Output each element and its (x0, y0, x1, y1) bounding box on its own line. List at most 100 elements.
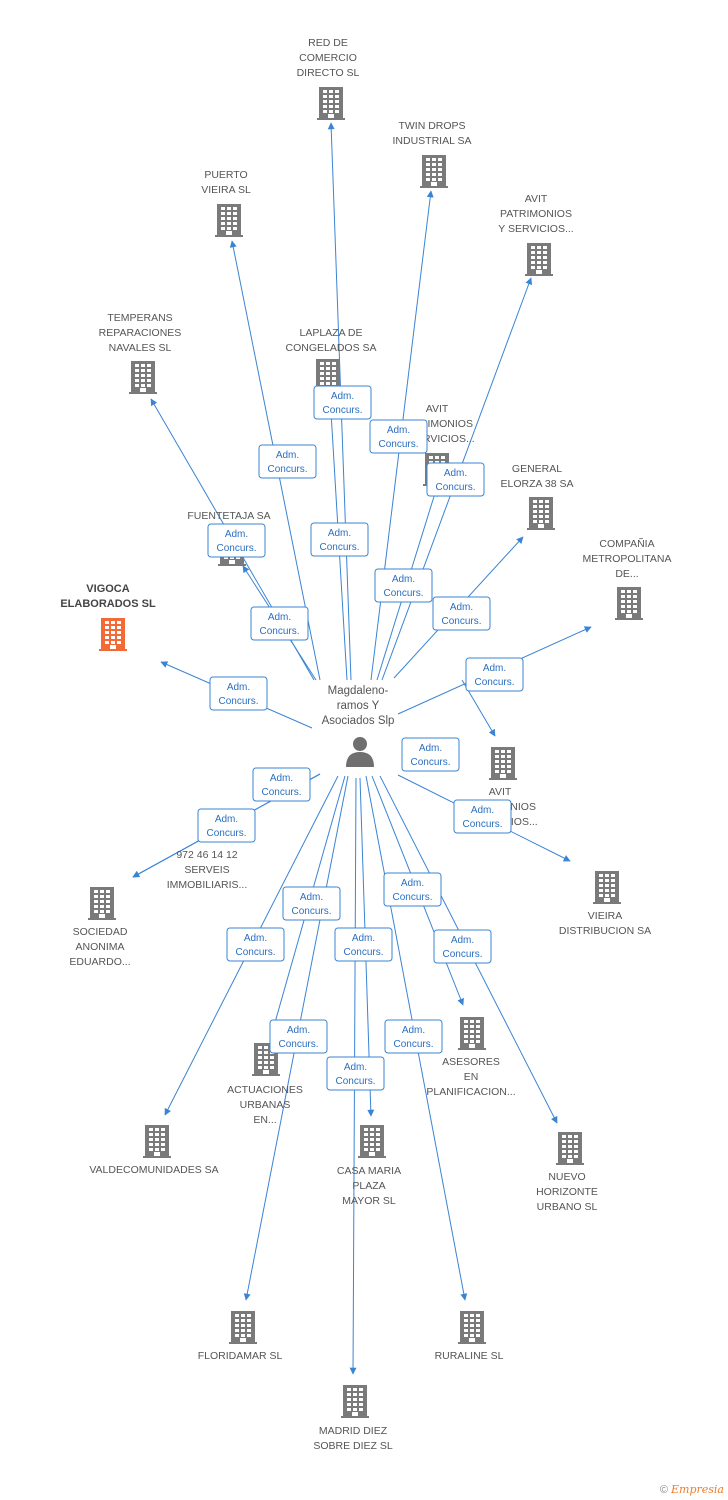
company-name-line: SOCIEDAD (73, 926, 128, 938)
relation-label-text: Concurs. (383, 588, 423, 599)
company-node-sociedad[interactable]: SOCIEDADANONIMAEDUARDO... (69, 887, 131, 968)
company-name-line: EDUARDO... (69, 956, 130, 968)
relation-label-text: Adm. (268, 612, 291, 623)
relation-label-text: Concurs. (291, 906, 331, 917)
company-name-line: LAPLAZA DE (299, 327, 362, 339)
company-name-line: PATRIMONIOS (500, 208, 572, 220)
relation-label[interactable]: Adm.Concurs. (374, 568, 433, 603)
company-name-line: COMERCIO (299, 52, 357, 64)
company-name-line: EN... (253, 1114, 276, 1126)
company-name-line: DE... (615, 568, 638, 580)
relation-label[interactable]: Adm. Concurs. (384, 1019, 443, 1054)
company-name-line: EN (464, 1071, 479, 1083)
building-icon[interactable] (420, 155, 448, 188)
relation-label[interactable]: Adm.Concurs. (432, 596, 491, 631)
relation-label-text: Concurs. (206, 828, 246, 839)
relation-label[interactable]: Adm.Concurs. (207, 523, 266, 558)
company-name-line: PLANIFICACION... (426, 1086, 515, 1098)
building-icon[interactable] (527, 497, 555, 530)
relation-label-text: Adm. (215, 814, 238, 825)
relation-label[interactable]: Adm.Concurs. (383, 872, 442, 907)
building-icon[interactable] (341, 1385, 369, 1418)
relation-label[interactable]: Adm.Concurs. (401, 737, 460, 772)
building-icon[interactable] (129, 361, 157, 394)
relation-label-text: Concurs. (442, 949, 482, 960)
relation-label[interactable]: Adm.Concurs. (250, 606, 309, 641)
building-icon[interactable] (358, 1125, 386, 1158)
relation-label[interactable]: Adm.Concurs. (313, 385, 372, 420)
relation-label-text: Adm. (471, 805, 494, 816)
company-name-line: PUERTO (204, 169, 247, 181)
building-icon[interactable] (489, 747, 517, 780)
relation-label[interactable]: Adm.Concurs. (453, 799, 512, 834)
relation-label-text: Adm. (402, 1025, 425, 1036)
center-name-line: ramos Y (337, 700, 380, 712)
building-icon[interactable] (525, 243, 553, 276)
building-icon[interactable] (99, 618, 127, 651)
relation-label[interactable]: Adm.Concurs. (334, 927, 393, 962)
relation-label[interactable]: Adm.Concurs. (252, 767, 311, 802)
building-icon[interactable] (593, 871, 621, 904)
relation-label[interactable]: Adm.Concurs. (426, 462, 485, 497)
building-icon[interactable] (143, 1125, 171, 1158)
relation-label[interactable]: Adm.Concurs. (310, 522, 369, 557)
company-name-line: DIRECTO SL (297, 67, 360, 79)
building-icon[interactable] (229, 1311, 257, 1344)
company-node-serveis[interactable]: 972 46 14 12SERVEISIMMOBILIARIS... (167, 849, 248, 891)
relation-label[interactable]: Adm. Concurs. (326, 1056, 385, 1091)
relation-label-text: Concurs. (335, 1076, 375, 1087)
company-node-ruraline[interactable]: RURALINE SL (435, 1311, 504, 1362)
relation-label-text: Concurs. (393, 1039, 433, 1050)
relation-label[interactable]: Adm. Concurs. (433, 929, 492, 964)
company-node-florida[interactable]: FLORIDAMAR SL (198, 1311, 283, 1362)
building-icon[interactable] (88, 887, 116, 920)
relation-label-text: Adm. (450, 602, 473, 613)
relation-label[interactable]: Adm.Concurs. (209, 676, 268, 711)
building-icon[interactable] (317, 87, 345, 120)
company-node-actuaciones[interactable]: ACTUACIONESURBANASEN... (227, 1043, 303, 1126)
relation-label[interactable]: Adm.Concurs. (226, 927, 285, 962)
relation-label-text: Adm. (344, 1062, 367, 1073)
relation-label[interactable]: Adm.Concurs. (369, 419, 428, 454)
relation-label-text: Concurs. (343, 947, 383, 958)
relation-label[interactable]: Adm.Concurs. (258, 444, 317, 479)
relation-label[interactable]: Adm.Concurs. (465, 657, 524, 692)
relation-label-text: Adm. (276, 450, 299, 461)
relation-label-text: Concurs. (319, 542, 359, 553)
company-name-line: CASA MARIA (337, 1165, 401, 1177)
company-node-asesores[interactable]: ASESORESENPLANIFICACION... (426, 1017, 516, 1098)
company-node-valde[interactable]: VALDECOMUNIDADES SA (89, 1125, 219, 1176)
relation-label-text: Concurs. (235, 947, 275, 958)
company-name-line: DISTRIBUCION SA (559, 925, 651, 937)
company-name-line: URBANO SL (537, 1201, 598, 1213)
relation-label-text: Adm. (451, 935, 474, 946)
relation-label[interactable]: Adm. Concurs. (197, 808, 256, 843)
building-icon[interactable] (458, 1017, 486, 1050)
footer-brand[interactable]: © Empresia (660, 1483, 724, 1496)
relation-label[interactable]: Adm.Concurs. (269, 1019, 328, 1054)
building-icon[interactable] (556, 1132, 584, 1165)
building-icon[interactable] (215, 204, 243, 237)
company-node-compania[interactable]: COMPAÑIAMETROPOLITANADE... (582, 537, 672, 620)
company-name-line: ELORZA 38 SA (501, 478, 574, 490)
company-node-red[interactable]: RED DE COMERCIO DIRECTO SL (297, 37, 360, 120)
relation-label[interactable]: Adm.Concurs. (282, 886, 341, 921)
brand-logo-text: Empresia (671, 1483, 724, 1496)
company-name-line: RED DE (308, 37, 348, 49)
building-icon[interactable] (615, 587, 643, 620)
person-icon[interactable] (346, 737, 374, 767)
building-icon[interactable] (458, 1311, 486, 1344)
